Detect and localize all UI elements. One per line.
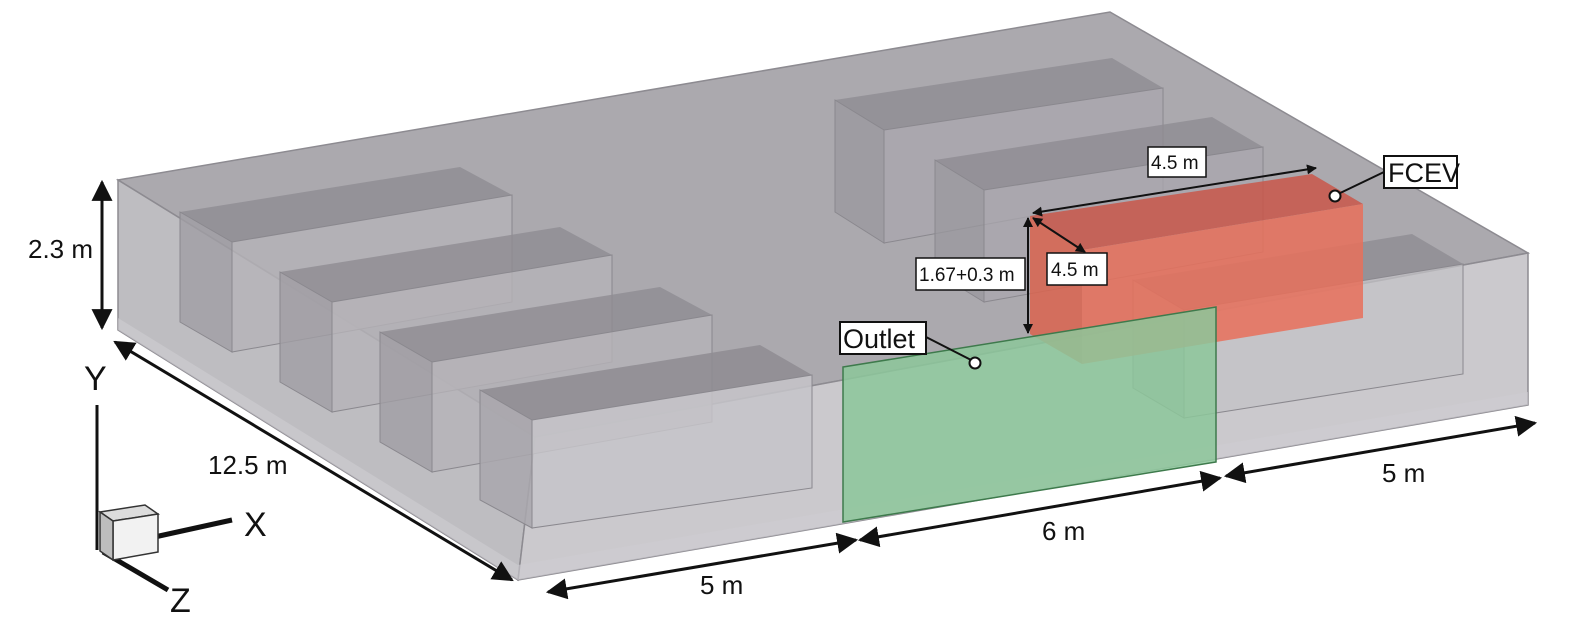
fcev-height-label-box [915,257,1026,291]
fcev-width-arrow [1032,217,1086,253]
dimension-lines [91,179,1538,600]
x-axis-line [149,517,233,541]
fcev-width-label-box [1046,252,1108,286]
fcev-length-label-box [1147,146,1207,178]
x-axis-label: X [244,506,267,544]
fcev-length-arrow [1032,164,1317,217]
axis-triad: Y X Z [84,360,267,620]
right-width-arrow [1223,415,1538,484]
right-width-label: 5 m [1382,458,1425,488]
depth-arrow [113,340,514,582]
z-axis-label: Z [170,582,191,620]
front-left-arrow [545,532,859,600]
outlet-callout-label: Outlet [843,324,916,354]
height-label: 2.3 m [28,234,93,264]
y-axis-label: Y [84,360,107,398]
fcev-callout: FCEV [1328,155,1460,203]
fcev-length-label: 4.5 m [1151,153,1199,174]
outlet-width-arrow [857,470,1223,548]
front-left-label: 5 m [700,570,743,600]
outlet-width-label: 6 m [1042,516,1085,546]
outlet-panel [842,306,1217,523]
fcev-width-label: 4.5 m [1051,260,1099,281]
depth-label: 12.5 m [208,450,288,480]
fcev-dimension-lines [1023,164,1317,334]
axis-cube-icon [98,504,160,562]
outlet-callout: Outlet [839,321,982,370]
fcev-height-label: 1.67+0.3 m [919,265,1015,286]
fcev-callout-label: FCEV [1388,158,1460,188]
